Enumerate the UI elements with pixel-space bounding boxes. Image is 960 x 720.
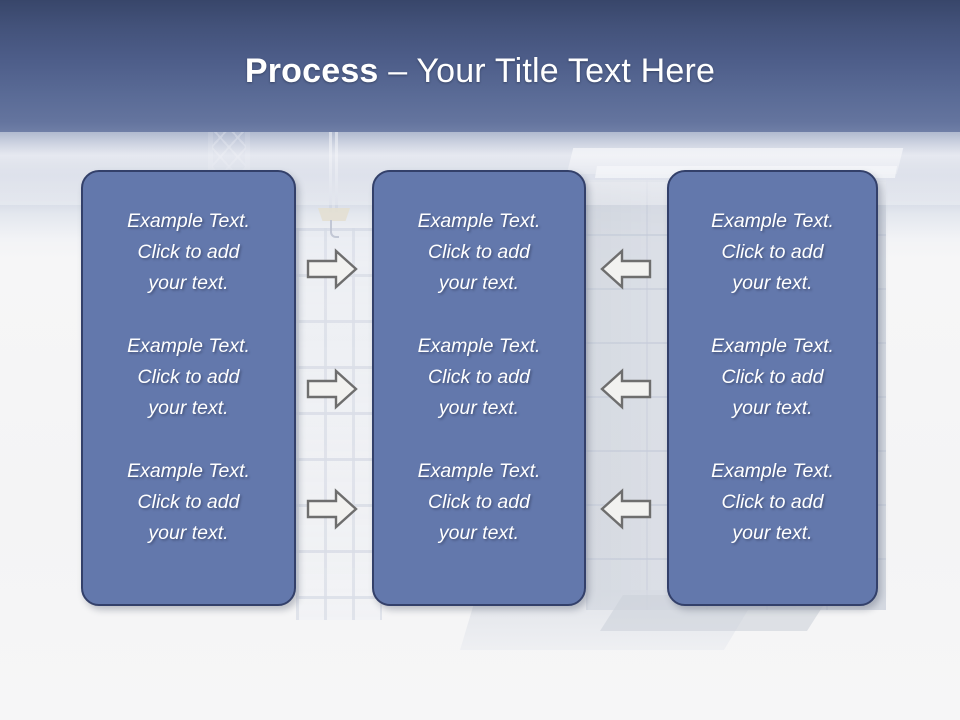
process-box-1-text-1[interactable]: Example Text. Click to add your text. bbox=[127, 210, 250, 294]
process-box-3-text-3[interactable]: Example Text. Click to add your text. bbox=[711, 460, 834, 544]
process-box-2-text-3[interactable]: Example Text. Click to add your text. bbox=[417, 460, 541, 544]
process-box-3[interactable]: Example Text. Click to add your text. Ex… bbox=[667, 170, 878, 606]
arrow-right-icon[interactable] bbox=[306, 368, 358, 410]
process-box-3-text-2[interactable]: Example Text. Click to add your text. bbox=[711, 335, 834, 419]
arrow-left-icon[interactable] bbox=[600, 368, 652, 410]
page-title-rest: – Your Title Text Here bbox=[378, 52, 716, 90]
arrow-left-icon[interactable] bbox=[600, 488, 652, 530]
process-box-1-text-2[interactable]: Example Text. Click to add your text. bbox=[127, 335, 250, 419]
page-title-strong: Process bbox=[244, 52, 379, 90]
process-box-3-text-1[interactable]: Example Text. Click to add your text. bbox=[711, 210, 834, 294]
crane-hook bbox=[330, 220, 339, 238]
process-box-1[interactable]: Example Text. Click to add your text. Ex… bbox=[81, 170, 296, 606]
crane-hook-block bbox=[318, 208, 350, 221]
page-title: Process – Your Title Text Here bbox=[0, 50, 960, 92]
scaffolding bbox=[296, 228, 382, 620]
arrow-right-icon[interactable] bbox=[306, 488, 358, 530]
process-box-1-text-3[interactable]: Example Text. Click to add your text. bbox=[127, 460, 250, 544]
process-box-2-text-2[interactable]: Example Text. Click to add your text. bbox=[417, 335, 541, 419]
process-box-2-text-1[interactable]: Example Text. Click to add your text. bbox=[417, 210, 541, 294]
process-box-2[interactable]: Example Text. Click to add your text. Ex… bbox=[372, 170, 586, 606]
arrow-right-icon[interactable] bbox=[306, 248, 358, 290]
title-band bbox=[0, 0, 960, 132]
arrow-left-icon[interactable] bbox=[600, 248, 652, 290]
